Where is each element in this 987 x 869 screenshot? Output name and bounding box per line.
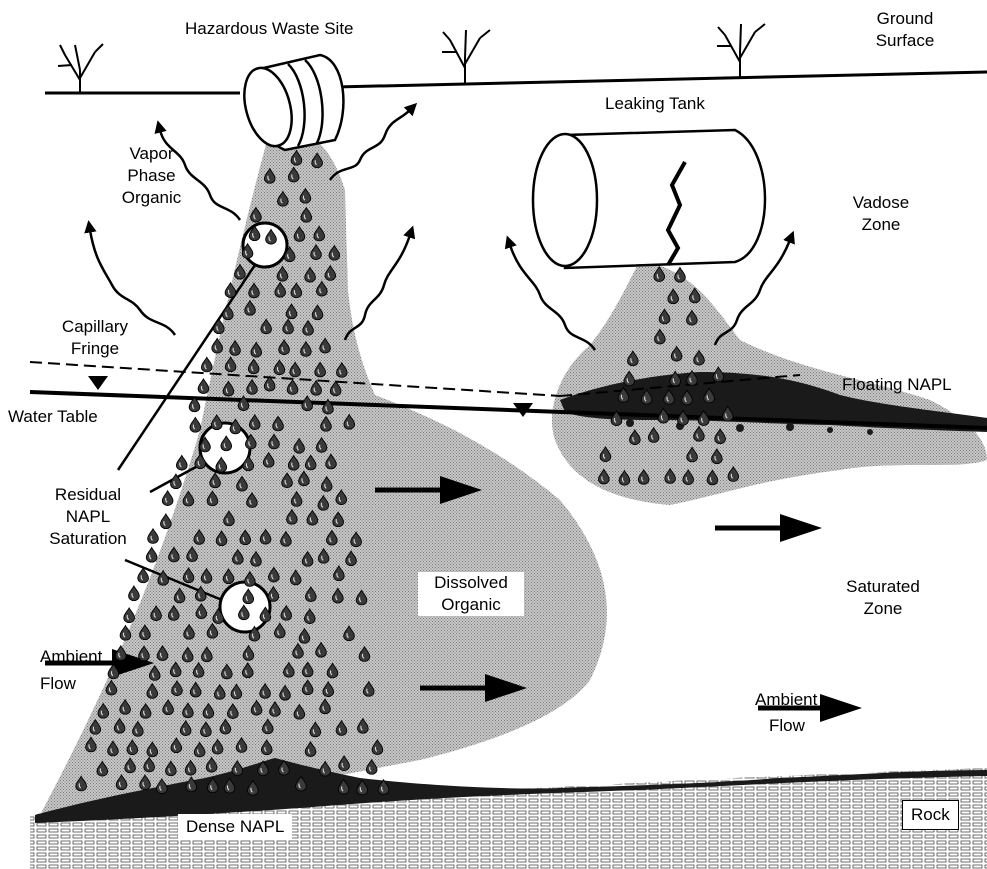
label-saturated-zone: Saturated Zone	[828, 576, 938, 620]
label-water-table: Water Table	[8, 406, 98, 428]
label-residual-napl-saturation: Residual NAPL Saturation	[35, 484, 141, 550]
napl-droplet-icon	[124, 608, 135, 623]
label-capillary-fringe: Capillary Fringe	[40, 316, 150, 360]
napl-droplet-icon	[214, 319, 225, 334]
label-line: Phase	[104, 165, 199, 187]
napl-droplet-icon	[201, 357, 212, 372]
label-line: Capillary	[40, 316, 150, 338]
label-line: Fringe	[40, 338, 150, 360]
label-ambient-flow-left: Ambient Flow	[40, 636, 102, 690]
label-line: Flow	[40, 678, 102, 690]
label-line: Flow	[755, 720, 817, 732]
napl-droplet-icon	[148, 529, 159, 544]
label-line: Ambient	[40, 636, 102, 678]
label-line: Vapor	[104, 143, 199, 165]
napl-droplet-icon	[138, 568, 149, 583]
label-line: Zone	[828, 598, 938, 620]
label-floating-napl: Floating NAPL	[842, 374, 952, 396]
napl-droplet-icon	[146, 548, 157, 563]
label-line: Vadose	[836, 192, 926, 214]
label-line: Organic	[421, 594, 521, 616]
label-leaking-tank: Leaking Tank	[605, 93, 705, 115]
napl-droplet-icon	[162, 491, 173, 506]
label-line: Dissolved	[421, 572, 521, 594]
dead-shrub-icon	[442, 30, 490, 84]
napl-droplet-icon	[120, 626, 131, 641]
label-vadose-zone: Vadose Zone	[836, 192, 926, 236]
label-ground-surface: Ground Surface	[860, 8, 950, 52]
napl-droplet-icon	[161, 514, 172, 529]
leaking-tank-icon	[533, 130, 765, 268]
label-dissolved-organic: Dissolved Organic	[418, 572, 524, 616]
label-line: NAPL	[38, 506, 138, 528]
label-line: Ambient	[755, 680, 817, 720]
napl-droplet-icon	[198, 379, 209, 394]
label-ambient-flow-right: Ambient Flow	[755, 680, 817, 732]
napl-droplet-icon	[675, 267, 686, 282]
label-dense-napl: Dense NAPL	[178, 814, 292, 840]
label-line: Zone	[836, 214, 926, 236]
ground-surface-line-right	[335, 72, 987, 87]
napl-droplet-icon	[129, 586, 140, 601]
label-hazardous-waste-site: Hazardous Waste Site	[185, 18, 354, 40]
label-line: Saturation	[38, 528, 138, 550]
label-line: Residual	[38, 484, 138, 506]
label-rock: Rock	[902, 800, 959, 830]
dead-shrub-icon	[717, 24, 765, 78]
napl-droplet-icon	[190, 417, 201, 432]
waste-drum-icon	[236, 55, 343, 151]
water-table-marker-icon	[88, 376, 108, 390]
label-line: Ground	[860, 8, 950, 30]
label-line: Surface	[860, 30, 950, 52]
label-line: Saturated	[828, 576, 938, 598]
napl-droplet-icon	[176, 455, 187, 470]
label-vapor-phase-organic: Vapor Phase Organic	[104, 143, 199, 209]
dead-shrub-icon	[58, 44, 103, 93]
label-line: Organic	[104, 187, 199, 209]
